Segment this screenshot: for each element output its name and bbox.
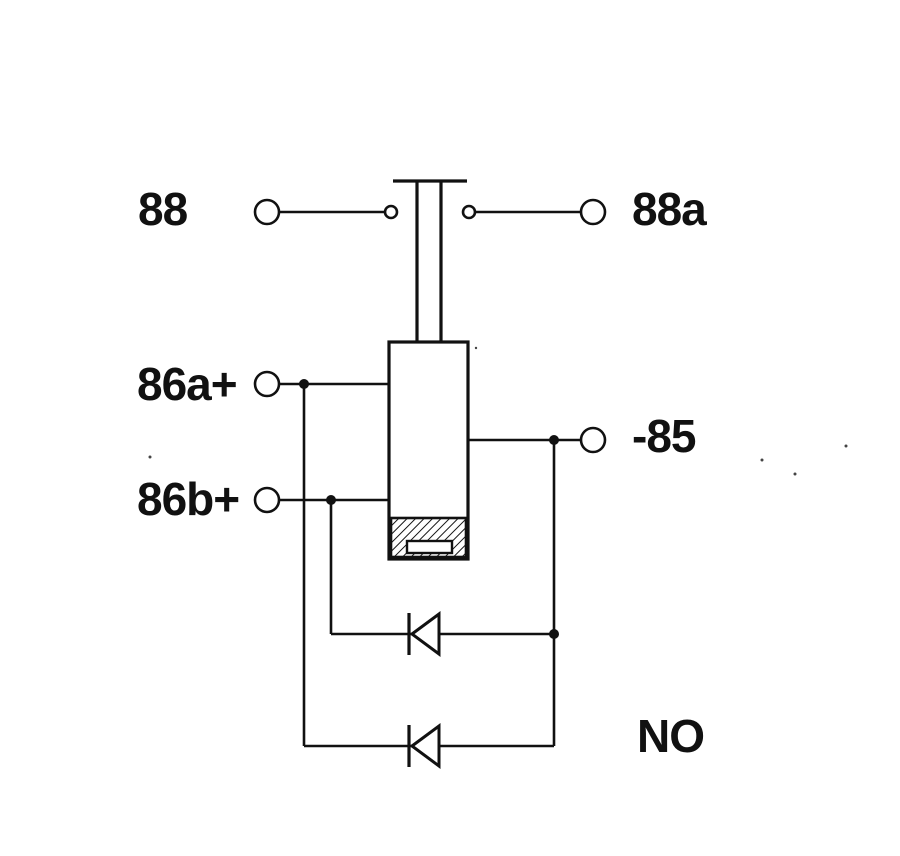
label-terminal-86a: 86a+ — [137, 358, 237, 410]
speck — [844, 444, 848, 448]
speck — [793, 472, 797, 476]
speck — [148, 455, 152, 459]
diode-upper — [407, 611, 441, 657]
label-terminal-85: -85 — [632, 410, 696, 462]
label-terminal-88: 88 — [138, 183, 188, 235]
junction-86b — [326, 495, 336, 505]
contact-88a — [461, 204, 477, 220]
terminal-88 — [253, 198, 281, 226]
coil-core-slot — [405, 539, 454, 555]
junction-diode-upper — [549, 629, 559, 639]
speck — [760, 458, 764, 462]
terminal-86a — [253, 370, 281, 398]
speck — [474, 346, 478, 350]
terminal-85 — [579, 426, 607, 454]
label-contact-type: NO — [637, 710, 704, 762]
coil-wiring — [279, 379, 581, 748]
label-terminal-86b: 86b+ — [137, 473, 239, 525]
terminal-88a — [579, 198, 607, 226]
diode-upper-triangle — [409, 611, 441, 657]
junction-86a — [299, 379, 309, 389]
contact-88 — [383, 204, 399, 220]
terminal-86b — [253, 486, 281, 514]
relay-coil — [387, 340, 470, 561]
coil-body — [387, 340, 470, 561]
diode-lower — [407, 723, 441, 769]
diode-lower-triangle — [409, 723, 441, 769]
junction-85 — [549, 435, 559, 445]
label-terminal-88a: 88a — [632, 183, 707, 235]
switch-contacts — [280, 179, 580, 342]
